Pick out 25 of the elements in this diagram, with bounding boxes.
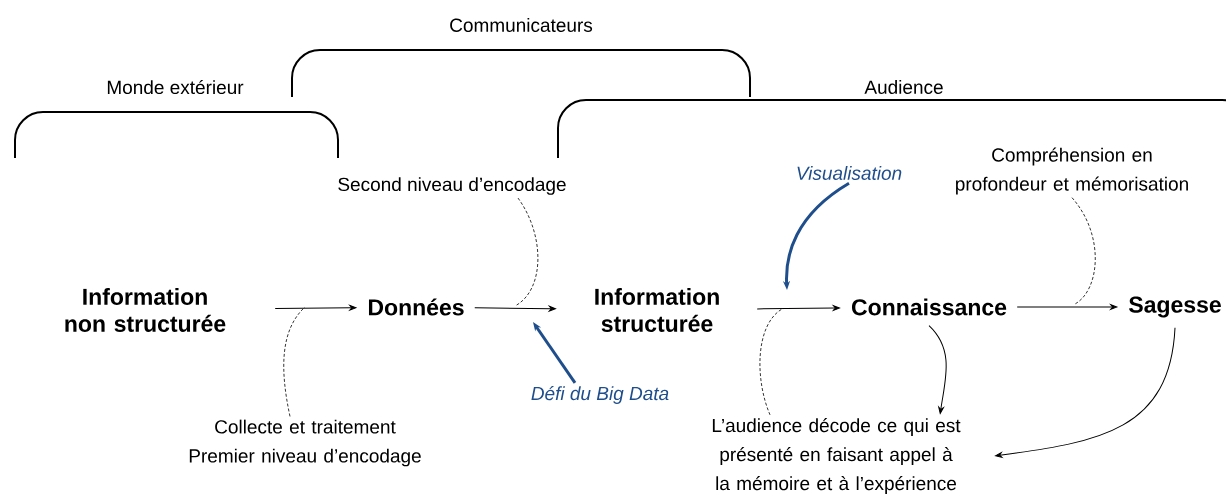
leader-line [283, 306, 306, 417]
group-label: Communicateurs [450, 18, 593, 32]
arrow [1016, 304, 1118, 310]
stage-label: Information structurée [595, 288, 719, 332]
annotation-text: Collecte et traitement Premier niveau d’encodage [189, 419, 421, 467]
annotation-text: Compréhension en profondeur et mémorisation [956, 147, 1188, 195]
arrow [756, 305, 840, 311]
leader-line [1071, 197, 1096, 305]
arrow [928, 325, 947, 414]
arrow [274, 304, 357, 311]
leader-line [759, 308, 783, 416]
group-label: Monde extérieur [107, 79, 244, 95]
arrow [533, 322, 577, 384]
stage-label: Connaissance [852, 298, 1007, 316]
annotation-text: Visualisation [797, 166, 902, 180]
arrow [474, 305, 556, 312]
arrow [995, 327, 1176, 458]
group-label: Audience [864, 80, 943, 94]
stage-label: Information non structurée [65, 288, 226, 332]
annotation-text: L’audience décode ce qui est présenté en faisant appel à la mémoire et à l’expérience [712, 418, 961, 494]
stage-label: Sagesse [1129, 296, 1221, 318]
leader-line [514, 197, 539, 307]
annotation-text: Défi du Big Data [531, 386, 669, 404]
annotation-text: Second niveau d’encodage [338, 177, 566, 195]
stage-label: Données [369, 298, 464, 316]
